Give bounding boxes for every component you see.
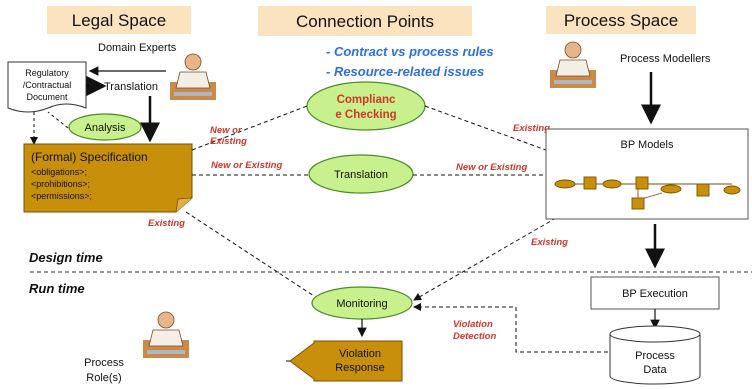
legal-space-header-bg — [47, 6, 191, 34]
spec-title: (Formal) Specification — [31, 150, 148, 164]
process-space-header-bg — [546, 6, 696, 34]
bp-execution-box — [590, 276, 720, 310]
process-roles-line-2: Role(s) — [86, 372, 121, 384]
edge-label-existing-1b: Existing — [210, 136, 247, 147]
translation-node-label: Translation — [334, 169, 388, 181]
bp-models-label: BP Models — [621, 139, 674, 151]
edge-label-existing-3: Existing — [531, 237, 568, 248]
edge-label-new-or-1: New or — [210, 125, 243, 136]
legal-space-header: Legal Space — [72, 11, 167, 30]
run-time-label: Run time — [29, 281, 85, 296]
person-at-desk-icon — [143, 311, 189, 358]
compliance-line-2: e Checking — [335, 109, 396, 121]
issue-contract-vs-process: - Contract vs process rules — [326, 44, 494, 59]
compliance-line-1: Complianc — [337, 94, 396, 106]
analysis-node — [68, 113, 142, 141]
edge-label-existing-2: Existing — [148, 218, 185, 229]
process-roles-line-1: Process — [84, 357, 124, 369]
issue-resource-related: - Resource-related issues — [326, 64, 484, 79]
spec-prohibitions: <prohibitions>; — [31, 179, 90, 189]
edge-label-violation: Violation — [453, 319, 493, 330]
domain-experts-label: Domain Experts — [98, 42, 177, 54]
analysis-label: Analysis — [85, 122, 126, 134]
design-time-label: Design time — [29, 250, 103, 265]
connection-points-header-bg — [258, 6, 472, 36]
regulatory-document — [7, 61, 87, 113]
bp-models-box — [545, 128, 749, 220]
spec-page-fold — [175, 197, 193, 213]
violation-response-line-2: Response — [335, 362, 385, 374]
person-at-desk-icon — [550, 41, 596, 88]
person-at-desk-icon — [170, 53, 216, 100]
link-spec-monitoring — [185, 211, 315, 297]
process-space-header: Process Space — [564, 11, 678, 30]
edge-label-detection: Detection — [453, 331, 496, 342]
monitoring-label: Monitoring — [336, 298, 387, 310]
translation-node — [308, 154, 414, 194]
link-compliance-bpmodels — [424, 105, 547, 151]
process-model-flow — [554, 176, 741, 210]
analysis-to-document — [47, 111, 69, 129]
edge-label-new-or-existing-3: New or Existing — [456, 162, 527, 173]
document-line-2: /Contractual — [23, 80, 72, 90]
violation-response-line-1: Violation — [339, 348, 381, 360]
spec-permissions: <permissions>; — [31, 191, 92, 201]
violation-response-shape — [289, 340, 403, 382]
process-data-store — [609, 325, 701, 385]
link-bpmodels-monitoring — [413, 217, 557, 301]
compliance-checking-node — [306, 81, 426, 131]
process-data-line-1: Process — [635, 350, 675, 362]
document-line-3: Document — [26, 92, 68, 102]
connection-points-header: Connection Points — [296, 12, 434, 31]
legal-translation-label: Translation — [104, 81, 158, 93]
document-line-1: Regulatory — [25, 68, 69, 78]
process-data-line-2: Data — [643, 364, 667, 376]
spec-obligations: <obligations>; — [31, 167, 87, 177]
edge-label-new-or-existing-2: New or Existing — [211, 160, 282, 171]
link-data-monitoring — [413, 303, 608, 353]
process-modellers-label: Process Modellers — [620, 53, 711, 65]
edge-label-existing-1: Existing — [513, 123, 550, 134]
bp-execution-label: BP Execution — [622, 288, 688, 300]
